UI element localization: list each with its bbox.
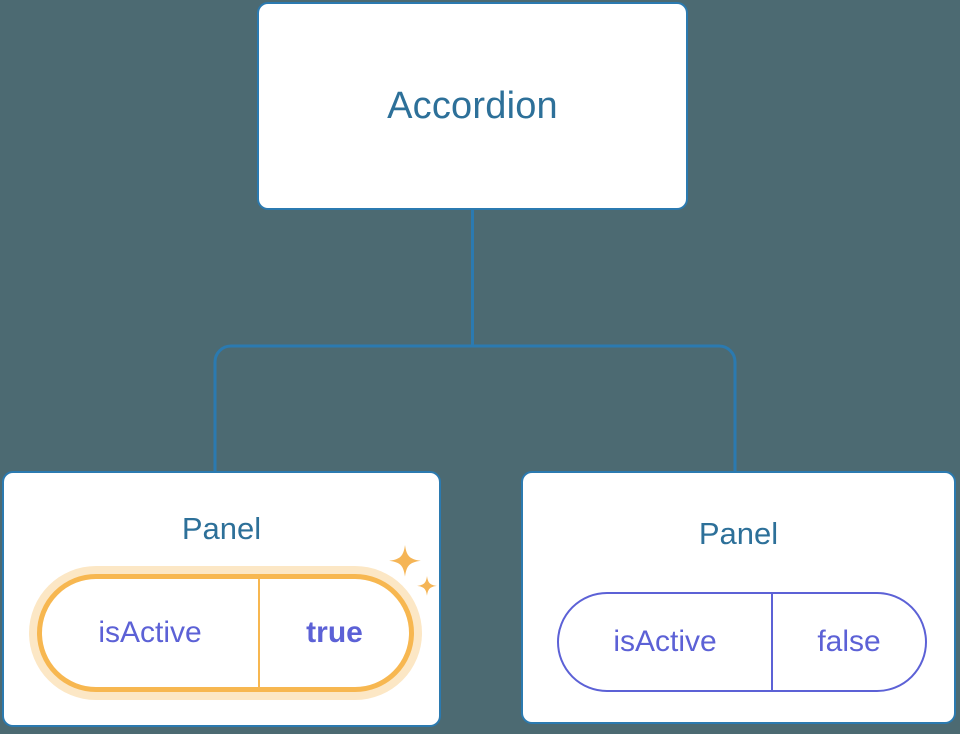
prop-value: true — [306, 616, 363, 649]
node-panel-1[interactable]: Panel isActive true — [2, 471, 441, 727]
connector-to-panel-2 — [472, 344, 737, 471]
connector-to-panel-1 — [213, 344, 473, 471]
prop-key: isActive — [42, 579, 260, 687]
prop-value: false — [817, 625, 881, 658]
node-title: Panel — [181, 511, 262, 546]
prop-pill-isactive-true[interactable]: isActive true — [37, 574, 414, 692]
node-accordion[interactable]: Accordion — [257, 2, 688, 210]
node-panel-2[interactable]: Panel isActive false — [521, 471, 956, 724]
prop-key: isActive — [559, 594, 773, 690]
node-title: Accordion — [387, 85, 558, 127]
prop-pill-isactive-false[interactable]: isActive false — [557, 592, 927, 692]
node-title: Panel — [698, 516, 779, 551]
